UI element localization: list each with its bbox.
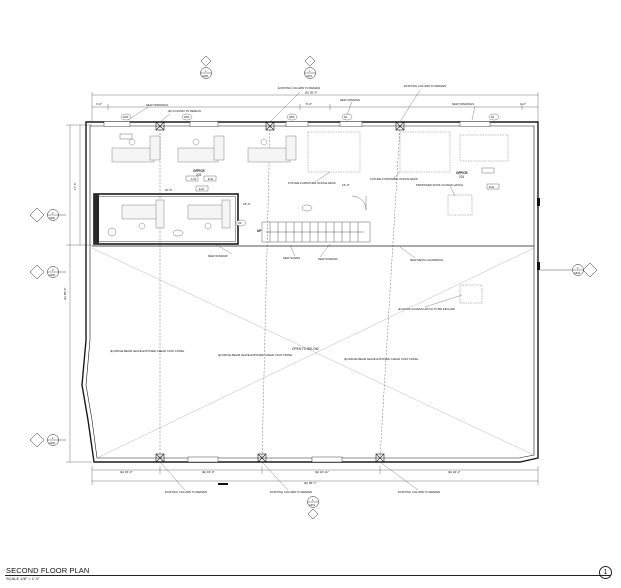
note-roof-hatch-infill: (E) ROOF ACCESS HATCH TO BE INFILLED xyxy=(398,307,455,311)
section-marker-top-left[interactable]: 1 A300 xyxy=(200,55,212,79)
tag-d3: D3 xyxy=(238,221,242,225)
right-wall-marker-1 xyxy=(537,198,540,206)
svg-text:A300: A300 xyxy=(49,441,56,445)
dim-office-width: 20'-6" xyxy=(165,188,173,192)
note-new-openings-left: NEW OPENINGS xyxy=(146,103,168,107)
room-name-office-203: OFFICE xyxy=(193,169,205,173)
section-marker-top-mid[interactable]: 1 A301 xyxy=(304,55,316,79)
note-column-bot-mid: EXISTING COLUMN TO REMAIN xyxy=(270,490,312,494)
left-dimension-lines xyxy=(66,124,92,463)
dim-bot-a: (E) 15'-0" xyxy=(120,470,132,474)
bottom-dimension-lines xyxy=(91,466,539,485)
sheet-number-badge: 1 xyxy=(599,566,612,579)
tag-d2: D2 xyxy=(491,115,495,119)
svg-text:A301: A301 xyxy=(309,503,316,507)
note-new-openings-right: NEW OPENINGS xyxy=(452,102,474,106)
chairs xyxy=(128,138,268,230)
svg-text:A300: A300 xyxy=(202,74,209,78)
sheet-number: 1 xyxy=(603,569,608,576)
office-203-west-wall xyxy=(94,194,99,244)
bottom-window-openings xyxy=(187,456,343,463)
leader-lines xyxy=(127,89,476,491)
tag-finish-f01: F-01 xyxy=(191,177,197,181)
dim-desk-a: 18'-0" xyxy=(243,202,251,206)
dim-top-d1: 5'-0" xyxy=(306,102,312,106)
scale-bar-mark xyxy=(218,483,228,485)
window-door-tags xyxy=(107,113,500,237)
svg-text:3: 3 xyxy=(52,268,54,272)
new-stair[interactable] xyxy=(261,221,371,243)
note-column-top-right: EXISTING COLUMN TO REMAIN xyxy=(404,84,446,88)
note-future-furniture-2: FUTURE FURNITURE OFFICE DESK xyxy=(370,177,418,181)
dim-left-upper: 17'-6" xyxy=(73,182,77,190)
dim-top-right: 3'-0" xyxy=(520,102,526,106)
tag-w04: W04 xyxy=(184,115,190,119)
room-name-office-201: OFFICE xyxy=(456,171,468,175)
tag-d1: D1 xyxy=(344,115,348,119)
proposed-roof-hatch-outline xyxy=(447,194,473,216)
section-marker-bot-mid[interactable]: 1 A301 xyxy=(307,496,319,520)
dim-top-overall: (E) 95'-6" xyxy=(305,91,317,95)
note-new-window-right: NEW WINDOW xyxy=(318,257,338,261)
dim-top-left: 3'-0" xyxy=(96,102,102,106)
exterior-walls xyxy=(81,121,539,463)
note-new-opening-mid: NEW OPENING xyxy=(340,98,360,102)
dim-left-overall: (E) 58'-0" xyxy=(63,288,67,300)
sheet-scale: SCALE 1/8" = 1'-0" xyxy=(6,576,40,581)
note-new-window-left: NEW WINDOW xyxy=(208,254,228,258)
svg-text:A301: A301 xyxy=(306,74,313,78)
note-column-top-left: (E) COLUMN TO REMAIN xyxy=(168,109,201,113)
note-ridge-beam-mid: (E) RIDGE BEAM LEAVE EXPOSED CLEAR COAT … xyxy=(218,353,292,357)
svg-text:1: 1 xyxy=(205,69,207,73)
top-window-openings xyxy=(103,121,491,127)
section-marker-right[interactable]: 2 A302 xyxy=(540,262,598,278)
note-ridge-beam-left: (E) RIDGE BEAM LEAVE EXPOSED CLEAR COAT … xyxy=(110,349,184,353)
tag-finish-e01-right: E-01 xyxy=(489,185,495,189)
tag-w03: W03 xyxy=(123,115,129,119)
existing-roof-hatch-outline xyxy=(459,284,483,304)
svg-text:2: 2 xyxy=(52,211,54,215)
dim-bot-c: (E) 16'-11" xyxy=(315,470,329,474)
svg-text:A300: A300 xyxy=(49,273,56,277)
note-new-metal-guardrail: NEW METAL GUARDRAIL xyxy=(410,258,444,262)
dim-bot-d: (E) 22'-2" xyxy=(448,470,460,474)
svg-text:A302: A302 xyxy=(574,271,581,275)
tag-finish-e01-left: E-01 xyxy=(208,177,214,181)
tag-w05-a: W05 xyxy=(289,115,295,119)
room-num-office-201: 201 xyxy=(459,175,465,179)
section-marker-left-1[interactable]: 2 A300 xyxy=(29,207,66,223)
note-column-bot-left: EXISTING COLUMN TO REMAIN xyxy=(165,490,207,494)
svg-text:1: 1 xyxy=(309,69,311,73)
svg-text:2: 2 xyxy=(577,266,579,270)
svg-text:4: 4 xyxy=(52,436,54,440)
note-open-to-below: OPEN TO BELOW xyxy=(292,347,319,351)
column-markers xyxy=(155,121,405,463)
dim-bot-b: (E) 16'-0" xyxy=(202,470,214,474)
section-marker-left-3[interactable]: 4 A300 xyxy=(29,432,66,448)
note-future-furniture-1: FUTURE FURNITURE OFFICE DESK xyxy=(288,181,336,185)
svg-text:A300: A300 xyxy=(49,216,56,220)
note-column-top-mid: EXISTING COLUMN TO REMAIN xyxy=(278,86,320,90)
section-marker-left-2[interactable]: 3 A300 xyxy=(29,264,66,280)
note-new-stairs: NEW STAIRS xyxy=(283,256,300,260)
note-column-bot-right: EXISTING COLUMN TO REMAIN xyxy=(398,490,440,494)
right-wall-marker-2 xyxy=(537,262,540,270)
furniture-desks xyxy=(111,131,509,229)
sheet-title: SECOND FLOOR PLAN xyxy=(6,566,90,575)
ridge-beam-lines xyxy=(159,125,401,459)
note-proposed-roof-hatch: PROPOSED ROOF ACCESS HATCH xyxy=(416,183,463,187)
open-to-below-cross xyxy=(91,247,535,459)
dim-bot-overall: (E) 96'-7" xyxy=(304,481,316,485)
note-ridge-beam-right: (E) RIDGE BEAM LEAVE EXPOSED CLEAR COAT … xyxy=(344,357,418,361)
room-finish-tags xyxy=(119,133,500,192)
room-num-office-203: 203 xyxy=(196,173,202,177)
tag-finish-e01-office: E-01 xyxy=(199,187,205,191)
svg-text:1: 1 xyxy=(312,498,314,502)
stair-up-label: UP xyxy=(257,229,262,233)
door-swing xyxy=(351,195,367,211)
top-dimension-lines xyxy=(91,92,539,122)
dim-desk-b: 16'-0" xyxy=(342,183,350,187)
title-underline xyxy=(5,575,611,576)
